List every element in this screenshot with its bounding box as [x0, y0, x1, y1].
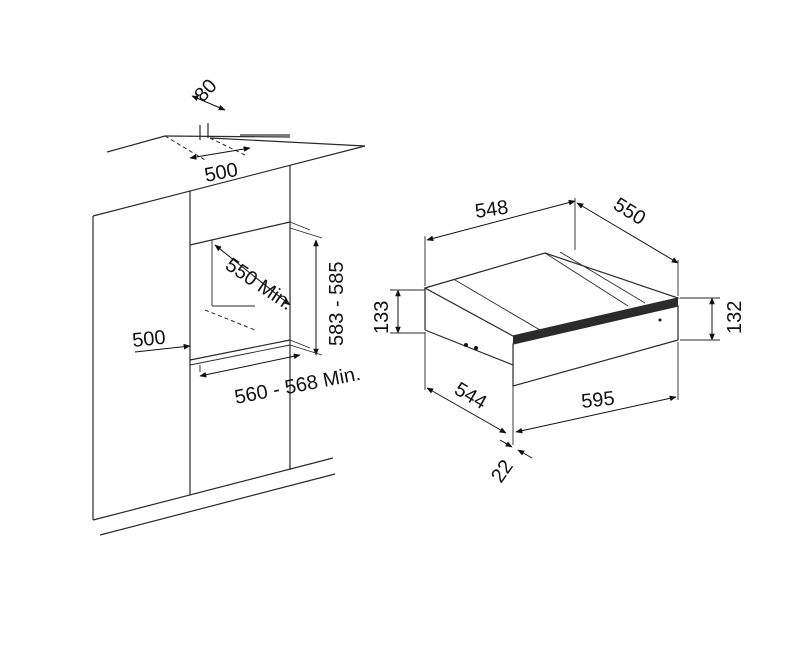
label-133: 133 — [371, 301, 393, 334]
label-22: 22 — [487, 456, 518, 487]
cabinet-dimension-lines — [134, 95, 323, 378]
label-544: 544 — [451, 378, 491, 414]
label-500-top: 500 — [203, 159, 240, 187]
label-80: 80 — [190, 75, 221, 106]
label-500-side: 500 — [131, 327, 166, 352]
warming-drawer-drawing — [423, 251, 681, 387]
label-548: 548 — [474, 197, 510, 223]
label-583-585: 583 - 585 — [326, 261, 348, 346]
label-132: 132 — [724, 301, 746, 334]
label-595: 595 — [580, 388, 615, 413]
drawer-dimension-lines — [390, 198, 720, 459]
label-560-568-min: 560 - 568 Min. — [233, 363, 363, 409]
label-550: 550 — [609, 194, 649, 230]
